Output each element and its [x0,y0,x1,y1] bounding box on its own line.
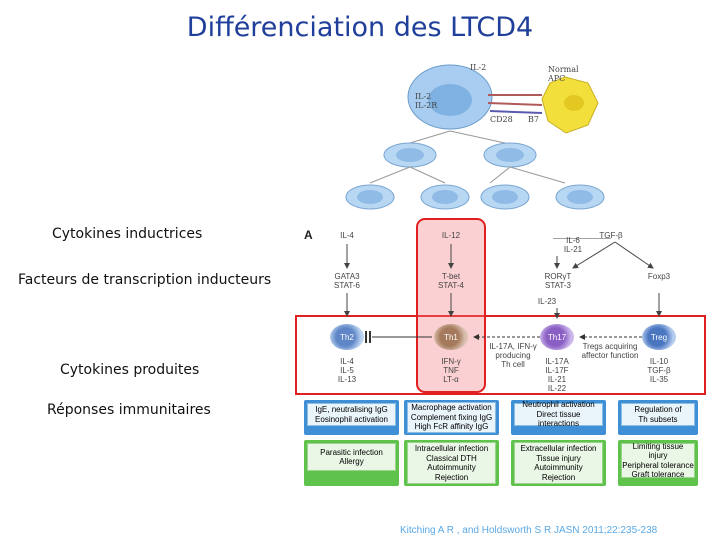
produced-th1-3: LT-α [443,375,459,384]
label-reponses-immunitaires: Réponses immunitaires [47,402,211,418]
disease-th17-line2: Tissue injury [536,453,581,463]
inducer-il12: IL-12 [441,231,461,240]
disease-th17-line4: Rejection [541,472,576,482]
produced-th17-1: IL-17A [545,357,569,366]
inducer-il4: IL-4 [340,231,354,240]
th17-note-1: IL-17A, IFN-γ [489,342,537,351]
produced-treg-1: IL-10 [649,357,669,366]
response-box-th2: IgE, neutralising IgG Eosinophil activat… [304,400,399,435]
tf-rorgt: RORγT [544,272,572,281]
citation: Kitching A R , and Holdsworth S R JASN 2… [400,525,658,536]
response-th17-line1: Neutrophil activation [522,400,595,410]
produced-th1-2: TNF [443,366,459,375]
cross-regulation-arrows [365,331,642,343]
tf-stat6: STAT-6 [334,281,360,290]
normal-apc-label-2: APC [548,74,566,83]
disease-treg-line1: Limiting tissue injury [632,441,684,461]
inducer-il6: IL-6 [566,236,580,245]
tf-foxp3: Foxp3 [647,272,671,281]
response-box-th17: Neutrophil activation Direct tissue inte… [511,400,606,435]
label-cytokines-inductrices: Cytokines inductrices [52,226,203,242]
disease-th17-line3: Autoimmunity [534,463,583,472]
produced-th2-3: IL-13 [337,375,357,384]
disease-th1-line2: Classical DTH [426,453,477,463]
differentiation-arrows [344,238,662,319]
response-box-treg: Regulation of Th subsets [618,400,698,435]
produced-th17-4: IL-22 [547,384,567,393]
disease-box-treg: Limiting tissue injury Peripheral tolera… [618,440,698,486]
label-cytokines-produites: Cytokines produites [60,362,200,378]
th1-cell: Th1 [434,324,468,350]
il2-top-label: IL-2 [470,63,487,72]
t-cell-proliferation-diagram [345,64,605,210]
disease-th2-line2: Allergy [339,457,364,466]
inducer-tgfb: TGF-β [599,231,623,240]
response-th1-line2: Complement fixing IgG [410,412,493,422]
disease-th2-line1: Parasitic infection [320,447,383,457]
tf-stat3: STAT-3 [545,281,571,290]
tf-stat4: STAT-4 [438,281,464,290]
disease-treg-line3: Graft tolerance [631,470,685,479]
th2-cell: Th2 [330,324,364,350]
il2-receptor-label-1: IL-2 [415,92,432,101]
response-treg-line1: Regulation of [634,405,682,414]
disease-th1-line4: Rejection [434,472,469,482]
produced-th2-2: IL-5 [340,366,354,375]
th17-cell: Th17 [540,324,574,350]
response-th17-line2: Direct tissue interactions [536,409,581,429]
response-th1-line1: Macrophage activation [411,403,492,413]
produced-th17-3: IL-21 [547,375,567,384]
b7-label: B7 [528,115,539,124]
treg-note-2: affector function [581,351,639,360]
response-th1-line3: High FcR affinity IgG [414,422,489,432]
label-facteurs-transcription: Facteurs de transcription inducteurs [18,272,272,288]
response-th2-line2: Eosinophil activation [315,414,388,424]
treg-note-1: Tregs acquiring [582,342,638,351]
disease-treg-line2: Peripheral tolerance [622,460,694,470]
produced-treg-2: TGF-β [647,366,671,375]
page-title: Différenciation des LTCD4 [186,12,534,43]
produced-th2-1: IL-4 [340,357,354,366]
response-box-th1: Macrophage activation Complement fixing … [404,400,499,435]
response-treg-line2: Th subsets [638,414,678,424]
th17-note-3: Th cell [501,360,525,369]
response-th2-line1: IgE, neutralising IgG [315,405,388,414]
inducer-il21: IL-21 [563,245,583,254]
produced-th1-1: IFN-γ [441,357,461,366]
t-cell-nucleus [428,84,472,116]
cd28-label: CD28 [490,115,513,124]
disease-box-th1: Intracellular infection Classical DTH Au… [404,440,499,486]
disease-th1-line1: Intracellular infection [414,444,489,453]
disease-th1-line3: Autoimmunity [427,463,476,472]
th17-note-2: producing [495,351,531,360]
produced-treg-3: IL-35 [649,375,669,384]
treg-cell: Treg [642,324,676,350]
tf-il23: IL-23 [537,297,557,306]
disease-box-th2: Parasitic infection Allergy [304,440,399,486]
produced-th17-2: IL-17F [545,366,569,375]
produced-cytokines-highlight [295,315,706,395]
il2-receptor-label-2: IL-2R [415,101,438,110]
tf-tbet: T-bet [441,272,461,281]
disease-box-th17: Extracellular infection Tissue injury Au… [511,440,606,486]
disease-th17-line1: Extracellular infection [520,444,597,453]
tf-gata3: GATA3 [334,272,360,281]
normal-apc-label-1: Normal [548,65,579,74]
panel-letter: A [304,228,313,242]
apc-nucleus [564,95,584,111]
